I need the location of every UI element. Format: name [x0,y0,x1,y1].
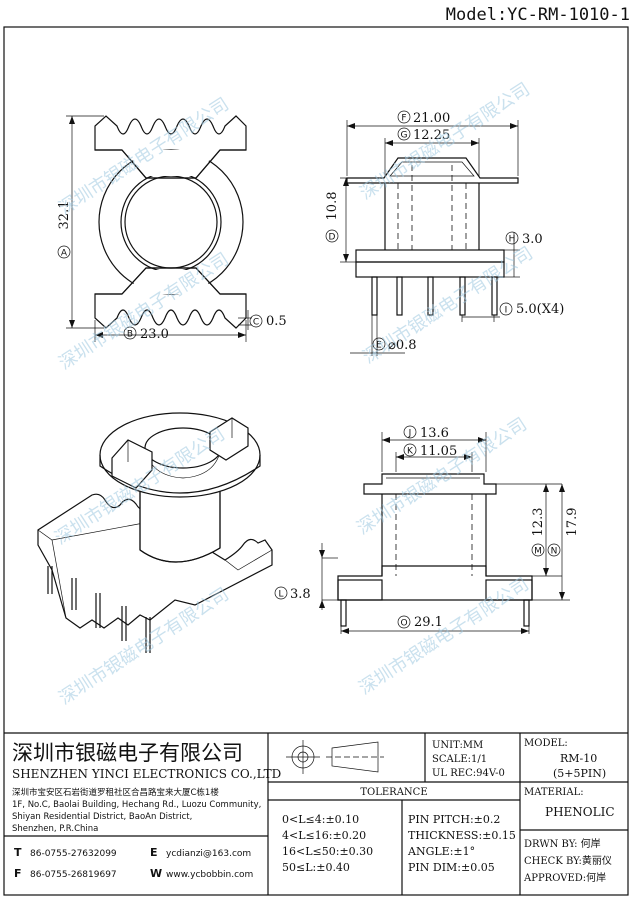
ul-rec-label: UL REC:94V-0 [432,768,505,779]
dim-m-marker: M [534,547,542,557]
email-label: E [150,846,158,859]
dim-k-marker: K [407,447,414,457]
company-name-cn: 深圳市银磁电子有限公司 [12,741,243,765]
dim-h-value: 3.0 [522,232,543,247]
dim-g-marker: G [401,131,408,141]
tolerance-row-4: 50≤L:±0.40 [282,861,350,874]
spec-thickness: THICKNESS:±0.15 [408,829,516,842]
dim-b-marker: B [127,330,133,340]
watermark-6: 深圳市银磁电子有限公司 [55,584,232,709]
dim-n-marker: N [551,547,558,557]
spec-angle: ANGLE:±1° [407,845,475,858]
dim-j-value: 13.6 [420,426,449,441]
dim-k-value: 11.05 [420,444,457,459]
dim-m-value: 12.3 [531,508,546,537]
front-view: J 13.6 K 11.05 M 12.3 N 17.9 [274,425,580,634]
dim-j-marker: J [408,429,412,439]
unit-label: UNIT:MM [432,740,483,751]
model-value: RM-10 [560,752,597,765]
dim-b-value: 23.0 [140,327,169,342]
dim-g-value: 12.25 [413,128,450,143]
tel-label: T [14,846,22,859]
company-name-en: SHENZHEN YINCI ELECTRONICS CO.,LTD [12,767,281,781]
tolerance-row-2: 4<L≤16:±0.20 [282,829,366,842]
dim-a-value: 32.1 [57,201,72,230]
dim-f-value: 21.00 [413,111,450,126]
dim-o-value: 29.1 [414,615,443,630]
web-address: www.ycbobbin.com [166,870,253,880]
dim-c-marker: C [253,318,259,328]
watermarks: 深圳市银磁电子有限公司 深圳市银磁电子有限公司 深圳市银磁电子有限公司 深圳市银… [51,79,536,709]
dim-i-marker: I [505,306,508,316]
dim-d-value: 10.8 [325,192,340,221]
dim-l-value: 3.8 [290,587,311,602]
spec-pin-dim: PIN DIM:±0.05 [408,861,495,874]
check-by: CHECK BY:黄丽仪 [524,854,612,867]
address-en-3: Shenzhen, P.R.China [12,824,98,834]
tel-number: 86-0755-27632099 [30,849,117,859]
dim-c-value: 0.5 [266,314,287,329]
dim-o-marker: O [400,619,407,629]
dim-e-value: ⌀0.8 [388,338,417,353]
watermark-3: 深圳市银磁电子有限公司 [356,79,533,204]
material-label: MATERIAL: [524,787,584,798]
address-en-1: 1F, No.C, Baolai Building, Hechang Rd., … [12,800,261,810]
dim-i-value: 5.0(X4) [516,302,564,317]
dim-e-marker: E [376,341,382,351]
title-block: 深圳市银磁电子有限公司 SHENZHEN YINCI ELECTRONICS C… [4,732,628,895]
dim-f-marker: F [401,114,406,124]
model-pins: (5+5PIN) [553,767,606,780]
dim-h-marker: H [509,235,516,245]
dim-n-value: 17.9 [565,508,580,537]
web-label: W [150,867,162,880]
address-en-2: Shiyan Residential District, BaoAn Distr… [12,812,192,822]
fax-label: F [14,867,22,880]
dim-a-marker: A [61,249,68,259]
drawn-by: DRWN BY: 何岸 [524,837,601,850]
approved-by: APPROVED:何岸 [523,871,606,884]
email-address: ycdianzi@163.com [166,849,251,859]
address-cn: 深圳市宝安区石岩街道罗租社区合昌路宝来大厦C栋1楼 [12,787,219,798]
fax-number: 86-0755-26819697 [30,870,117,880]
model-label: MODEL: [524,738,568,749]
watermark-2: 深圳市银磁电子有限公司 [55,249,232,374]
drawing-border [3,26,629,896]
dim-l-marker: L [278,590,283,600]
plan-view: A 32.1 B 23.0 C 0.5 [57,115,287,342]
model-number: Model:YC-RM-1010-1 [446,5,630,25]
side-view: F 21.00 G 12.25 D 10.8 H 3.0 I 5.0(X4) [325,110,564,356]
tolerance-row-3: 16<L≤50:±0.30 [282,845,373,858]
projection-symbol [286,740,384,774]
material-value: PHENOLIC [545,805,615,819]
scale-label: SCALE:1/1 [432,754,487,765]
spec-pin-pitch: PIN PITCH:±0.2 [408,813,500,826]
dim-d-marker: D [329,233,336,243]
tolerance-row-1: 0<L≤4:±0.10 [282,813,359,826]
isometric-view [37,412,273,653]
tolerance-title: TOLERANCE [360,787,427,798]
